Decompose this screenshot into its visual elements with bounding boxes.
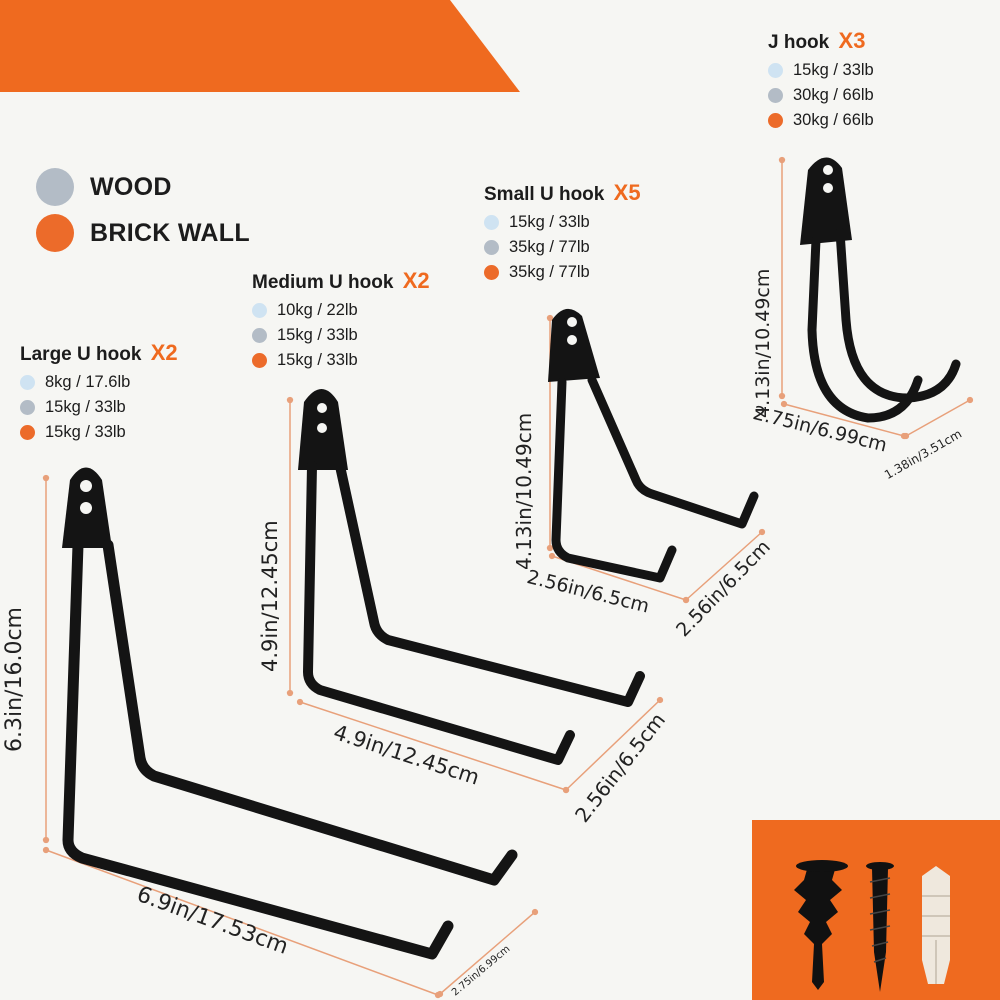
load-value: 15kg / 33lb [277,351,358,369]
load-row-brick-wall: 30kg / 66lb [768,108,874,133]
j-hook-height-label: 4.13in/10.49cm [752,268,774,418]
hook-quantity: X2 [402,268,430,293]
load-row-drywall: 8kg / 17.6lb [20,370,178,395]
hook-quantity: X5 [613,180,641,205]
brick-wall-dot [484,265,499,280]
small-u-hook-card: Small U hook X5 15kg / 33lb 35kg / 77lb … [484,180,641,285]
wood-swatch [36,168,74,206]
brick-wall-dot [768,113,783,128]
medium-hook-height-label: 4.9in/12.45cm [258,520,282,672]
small-u-hook-image [548,308,759,583]
load-value: 35kg / 77lb [509,238,590,256]
large-u-hook-card: Large U hook X2 8kg / 17.6lb 15kg / 33lb… [20,340,178,445]
load-row-wood: 15kg / 33lb [252,323,430,348]
wood-screw-icon [866,862,894,992]
large-hook-height-label: 6.3in/16.0cm [2,607,27,752]
load-value: 15kg / 33lb [509,213,590,231]
material-legend: WOOD BRICK WALL [36,164,250,256]
load-row-brick-wall: 35kg / 77lb [484,260,641,285]
brick-wall-dot [252,353,267,368]
load-value: 15kg / 33lb [793,61,874,79]
legend-item-brick-wall: BRICK WALL [36,210,250,256]
load-row-drywall: 15kg / 33lb [484,210,641,235]
load-value: 35kg / 77lb [509,263,590,281]
hook-name: J hook [768,32,830,53]
load-value: 30kg / 66lb [793,111,874,129]
wood-dot [768,88,783,103]
load-value: 10kg / 22lb [277,301,358,319]
drywall-anchor-icon [794,860,848,990]
load-row-drywall: 15kg / 33lb [768,58,874,83]
j-hook-card: J hook X3 15kg / 33lb 30kg / 66lb 30kg /… [768,28,874,133]
brick-wall-swatch [36,214,74,252]
brick-wall-dot [20,425,35,440]
legend-label: BRICK WALL [90,218,250,247]
wood-dot [252,328,267,343]
hook-name: Large U hook [20,344,142,365]
small-hook-height-label: 4.13in/10.49cm [512,412,536,570]
medium-u-hook-card: Medium U hook X2 10kg / 22lb 15kg / 33lb… [252,268,430,373]
legend-label: WOOD [90,172,172,201]
header-banner [0,0,520,92]
load-value: 15kg / 33lb [45,423,126,441]
hook-quantity: X3 [838,28,866,53]
wood-dot [484,240,499,255]
load-row-brick-wall: 15kg / 33lb [20,420,178,445]
load-row-drywall: 10kg / 22lb [252,298,430,323]
legend-item-wood: WOOD [36,164,250,210]
load-value: 8kg / 17.6lb [45,373,131,391]
load-row-wood: 15kg / 33lb [20,395,178,420]
load-row-wood: 35kg / 77lb [484,235,641,260]
drywall-dot [484,215,499,230]
load-row-brick-wall: 15kg / 33lb [252,348,430,373]
hook-name: Medium U hook [252,272,394,293]
medium-u-hook-image [298,389,645,765]
drywall-dot [252,303,267,318]
plastic-wall-plug-icon [922,866,950,984]
j-hook-image [800,157,961,423]
hook-name: Small U hook [484,184,605,205]
load-value: 15kg / 33lb [277,326,358,344]
wood-dot [20,400,35,415]
drywall-dot [20,375,35,390]
load-value: 15kg / 33lb [45,398,126,416]
large-u-hook-image [62,467,518,960]
load-row-wood: 30kg / 66lb [768,83,874,108]
drywall-dot [768,63,783,78]
load-value: 30kg / 66lb [793,86,874,104]
hook-quantity: X2 [150,340,178,365]
